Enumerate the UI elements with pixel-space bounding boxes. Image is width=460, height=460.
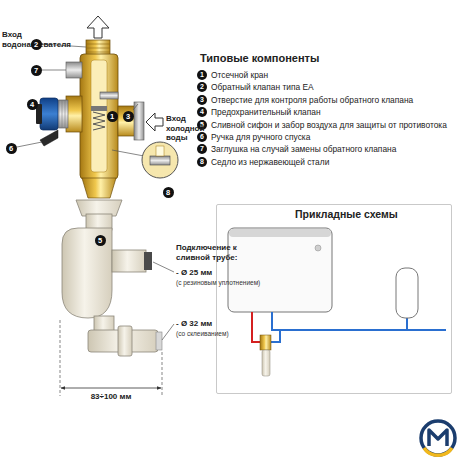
dimension-label: 83÷100 мм bbox=[66, 392, 156, 402]
mini-siphon bbox=[262, 350, 270, 376]
water-heater bbox=[228, 228, 332, 312]
extension-line bbox=[162, 352, 163, 396]
valve-outlet bbox=[82, 178, 116, 198]
thread-line bbox=[86, 48, 110, 49]
component-name: Отверстие для контроля работы обратного … bbox=[211, 95, 413, 105]
callout-number: 6 bbox=[6, 143, 17, 154]
connection-note: (со склеиванием) bbox=[176, 330, 286, 338]
siphon-body bbox=[62, 228, 112, 318]
knurl-line bbox=[62, 100, 63, 128]
component-name: Сливной сифон и забор воздуха для защиты… bbox=[211, 120, 447, 130]
leader-line bbox=[17, 142, 42, 147]
callout-number: 4 bbox=[27, 99, 38, 110]
cold-pipe bbox=[272, 312, 446, 330]
list-number: 6 bbox=[197, 132, 207, 142]
callout-number: 1 bbox=[107, 111, 118, 122]
shutoff-lever bbox=[100, 92, 118, 99]
dimension-label: - Ø 25 мм bbox=[176, 268, 266, 278]
scheme-heading: Прикладные схемы bbox=[295, 208, 451, 220]
leader-line bbox=[162, 324, 174, 340]
plug bbox=[66, 62, 82, 78]
connection-note: Подключение к сливной трубе: bbox=[176, 243, 258, 262]
flow-arrow bbox=[146, 113, 163, 131]
thread-line bbox=[86, 52, 110, 53]
safety-valve-hex bbox=[66, 96, 82, 132]
port-label: Вход холодной воды bbox=[166, 114, 216, 143]
heater-indicator bbox=[315, 245, 321, 251]
component-name: Предохранительный клапан bbox=[211, 107, 321, 117]
hot-pipe bbox=[252, 312, 261, 342]
inner-channel bbox=[91, 60, 107, 172]
cold-pipe bbox=[406, 318, 408, 330]
detail-inset bbox=[142, 142, 178, 178]
component-name: Заглушка на случай замены обратного клап… bbox=[211, 144, 396, 154]
dimension-line bbox=[61, 388, 161, 389]
siphon-outlet bbox=[112, 250, 146, 272]
glue-socket bbox=[156, 332, 162, 350]
leader-line bbox=[41, 70, 66, 71]
dimension-label: - Ø 32 мм bbox=[176, 319, 266, 329]
leader-line bbox=[153, 262, 174, 272]
rubber-seal bbox=[144, 252, 152, 270]
list-number: 3 bbox=[197, 95, 207, 105]
component-name: Отсечной кран bbox=[211, 70, 268, 80]
valve-body bbox=[80, 54, 118, 179]
component-name: Обратный клапан типа ЕА bbox=[211, 82, 314, 92]
flow-arrow bbox=[87, 16, 109, 38]
heater-top bbox=[229, 229, 331, 237]
top-fitting bbox=[86, 40, 110, 55]
expansion-vessel bbox=[396, 268, 418, 318]
list-number: 7 bbox=[197, 144, 207, 154]
mini-valve bbox=[260, 335, 271, 350]
adapter-nut bbox=[118, 326, 132, 356]
connection-note: (с резиновым уплотнением) bbox=[176, 279, 286, 287]
knurl-line bbox=[65, 100, 66, 128]
scheme-frame: Прикладные схемы bbox=[216, 204, 452, 394]
thread-line bbox=[86, 44, 110, 45]
port-label: Вход водонагревателя bbox=[2, 30, 82, 49]
list-number: 2 bbox=[197, 82, 207, 92]
valve-seat bbox=[150, 156, 170, 165]
callout-number: 7 bbox=[31, 65, 42, 76]
inlet-nut bbox=[134, 102, 144, 140]
section-heading: Типовые компоненты bbox=[200, 52, 319, 65]
check-valve-spring bbox=[93, 112, 105, 130]
knurl-line bbox=[59, 100, 60, 128]
callout-number: 8 bbox=[163, 187, 174, 198]
callout-number: 2 bbox=[31, 39, 42, 50]
check-valve-disc bbox=[91, 106, 107, 111]
logo-ring bbox=[421, 421, 455, 455]
drain-handle bbox=[40, 130, 58, 146]
safety-valve-cap bbox=[40, 98, 58, 130]
logo-mark bbox=[429, 430, 447, 446]
detail-leader bbox=[112, 150, 144, 156]
list-number: 1 bbox=[197, 70, 207, 80]
leader-line bbox=[133, 104, 138, 110]
callout-number: 3 bbox=[123, 111, 134, 122]
logo-arc bbox=[424, 448, 452, 455]
callout-number: 5 bbox=[95, 235, 106, 246]
component-name: Ручка для ручного спуска bbox=[211, 132, 310, 142]
extension-line bbox=[60, 320, 61, 396]
list-number: 4 bbox=[197, 107, 207, 117]
list-number: 8 bbox=[197, 157, 207, 167]
cold-pipe bbox=[270, 330, 280, 342]
component-name: Седло из нержавеющей стали bbox=[211, 157, 329, 167]
seat-channel bbox=[156, 146, 164, 156]
